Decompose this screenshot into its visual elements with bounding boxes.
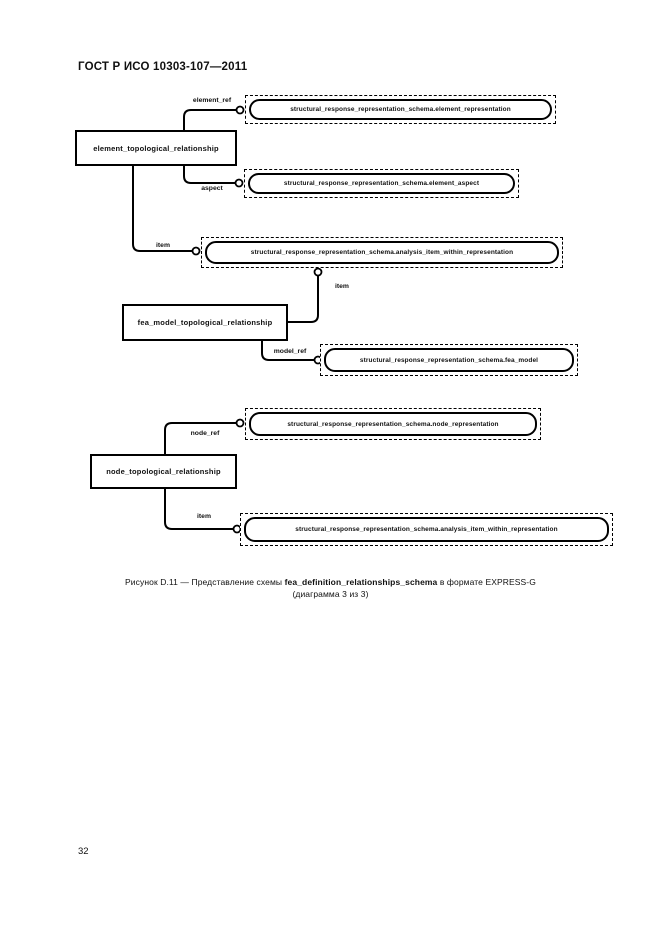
schema-ref-fea-model: structural_response_representation_schem… (320, 344, 578, 376)
connector-node-ref (164, 422, 236, 454)
figure-caption: Рисунок D.11 — Представление схемы fea_d… (40, 576, 621, 600)
entity-label: element_topological_relationship (93, 143, 219, 153)
relation-label-element-ref: element_ref (192, 97, 232, 104)
relation-end-circle (235, 105, 245, 115)
caption-schema-name: fea_definition_relationships_schema (284, 577, 438, 587)
schema-ref-label: structural_response_representation_schem… (250, 249, 514, 256)
connector-item-fea-model (288, 276, 319, 323)
schema-ref-label: structural_response_representation_schem… (295, 526, 558, 533)
page-number: 32 (78, 846, 89, 857)
connector-element-ref (183, 109, 236, 130)
schema-ref-oval: structural_response_representation_schem… (248, 173, 515, 194)
schema-ref-element-aspect: structural_response_representation_schem… (244, 169, 519, 198)
connector-item-node (164, 489, 233, 530)
figure-caption-line1: Рисунок D.11 — Представление схемы fea_d… (40, 576, 621, 588)
caption-suffix: в формате EXPRESS-G (437, 577, 536, 587)
relation-end-circle (235, 418, 245, 428)
schema-ref-element-representation: structural_response_representation_schem… (245, 95, 556, 124)
relation-end-circle (234, 178, 244, 188)
relation-end-circle (313, 267, 323, 277)
relation-label-item-fea-model: item (335, 283, 349, 290)
connector-item-element (132, 166, 192, 252)
relation-label-aspect: aspect (201, 185, 223, 192)
schema-ref-oval: structural_response_representation_schem… (249, 412, 537, 436)
figure-caption-line2: (диаграмма 3 из 3) (292, 589, 369, 599)
schema-ref-oval: structural_response_representation_schem… (244, 517, 609, 542)
entity-box-fea-model-topological-relationship: fea_model_topological_relationship (122, 304, 288, 341)
relation-label-model-ref: model_ref (273, 348, 307, 355)
schema-ref-analysis-item-within-representation-2: structural_response_representation_schem… (240, 513, 613, 546)
relation-label-item-node: item (197, 513, 211, 520)
entity-label: fea_model_topological_relationship (137, 318, 273, 327)
schema-ref-node-representation: structural_response_representation_schem… (245, 408, 541, 440)
schema-ref-oval: structural_response_representation_schem… (205, 241, 559, 264)
caption-prefix: Рисунок D.11 — Представление схемы (125, 577, 285, 587)
schema-ref-analysis-item-within-representation-1: structural_response_representation_schem… (201, 237, 563, 268)
schema-ref-label: structural_response_representation_schem… (359, 356, 539, 364)
connector-aspect (183, 166, 235, 184)
schema-ref-oval: structural_response_representation_schem… (324, 348, 574, 372)
schema-ref-label: structural_response_representation_schem… (290, 106, 511, 113)
relation-label-node-ref: node_ref (190, 430, 220, 437)
entity-label: node_topological_relationship (106, 467, 221, 476)
relation-end-circle (191, 246, 201, 256)
entity-box-element-topological-relationship: element_topological_relationship (75, 130, 237, 166)
schema-ref-label: structural_response_representation_schem… (287, 420, 499, 428)
document-header: ГОСТ Р ИСО 10303-107—2011 (78, 61, 248, 73)
entity-box-node-topological-relationship: node_topological_relationship (90, 454, 237, 489)
schema-ref-label: structural_response_representation_schem… (283, 180, 480, 187)
relation-label-item-element: item (156, 242, 170, 249)
schema-ref-oval: structural_response_representation_schem… (249, 99, 552, 120)
